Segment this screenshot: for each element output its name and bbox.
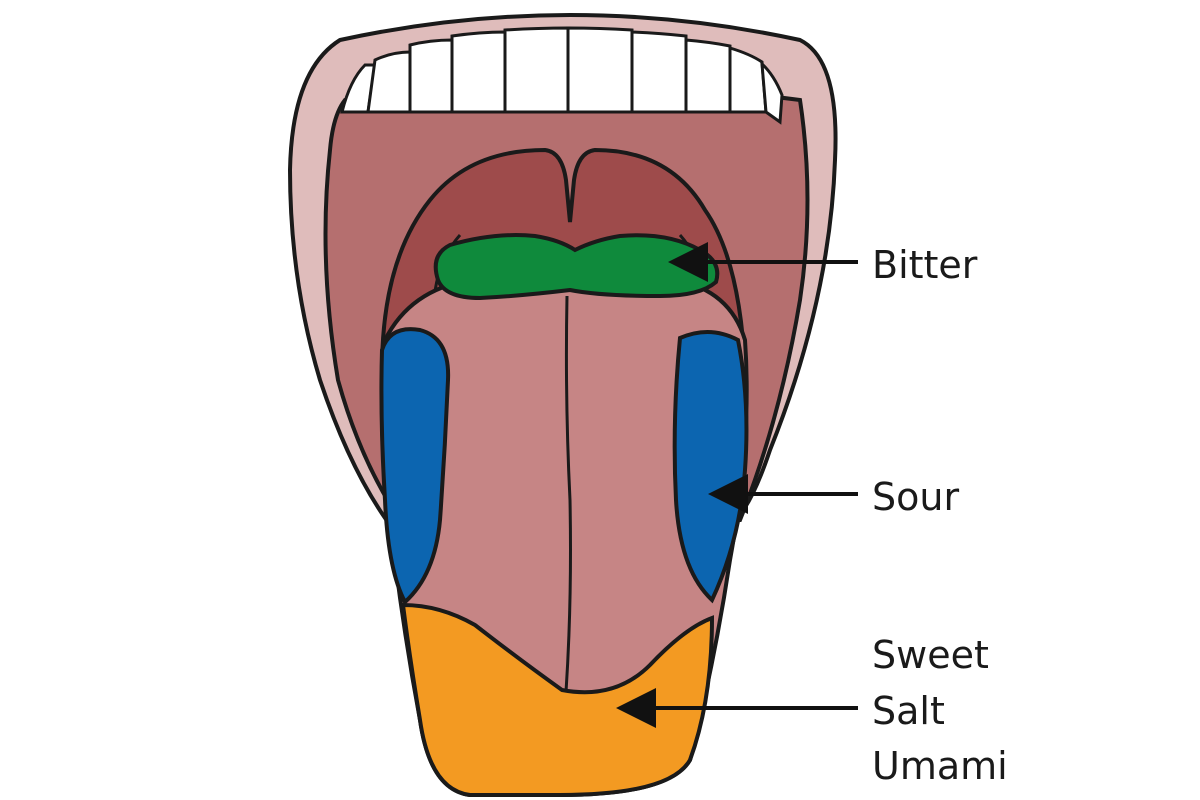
tooth: [450, 30, 507, 114]
tooth: [630, 30, 688, 114]
tooth: [366, 50, 412, 114]
umami-label: Umami: [872, 744, 1008, 788]
sweet-salt-umami-zone: [400, 602, 715, 797]
tooth: [408, 38, 454, 114]
pointer-arrows: [616, 242, 858, 728]
tongue-midline: [564, 295, 572, 693]
sour-zone-right: [672, 330, 749, 604]
salt-label: Salt: [872, 689, 945, 733]
sweet-label: Sweet: [872, 633, 989, 677]
tooth: [566, 26, 634, 114]
sour-label: Sour: [872, 475, 960, 519]
tooth: [760, 60, 784, 125]
tooth: [503, 26, 570, 114]
sour-zone-left: [379, 327, 451, 606]
upper-teeth: [340, 26, 784, 125]
tooth: [684, 38, 732, 114]
bitter-label: Bitter: [872, 243, 978, 287]
